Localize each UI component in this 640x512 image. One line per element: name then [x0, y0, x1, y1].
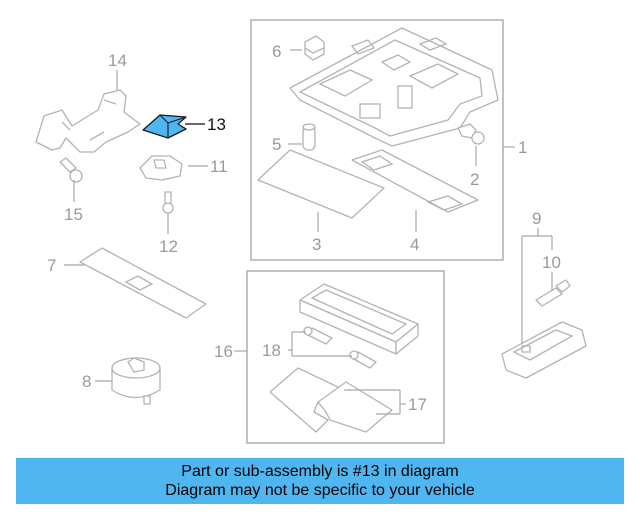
group-box-bottom	[246, 270, 445, 444]
part-17-pads[interactable]	[269, 367, 393, 433]
part-14-bracket[interactable]	[35, 89, 141, 153]
callout-1[interactable]: 1	[518, 138, 527, 157]
part-11-clip-bracket[interactable]	[139, 155, 183, 181]
part-5-plug[interactable]	[302, 123, 316, 151]
leader-lines	[64, 49, 553, 415]
part-13-shape[interactable]	[142, 114, 187, 139]
part-6-clip[interactable]	[304, 35, 325, 61]
callout-3[interactable]: 3	[312, 235, 321, 254]
part-10-bulb[interactable]	[535, 279, 571, 307]
banner-line-1: Part or sub-assembly is #13 in diagram	[181, 463, 459, 480]
info-banner: Part or sub-assembly is #13 in diagram D…	[16, 458, 624, 504]
callout-18[interactable]: 18	[262, 341, 281, 360]
callout-8[interactable]: 8	[82, 372, 91, 391]
callout-17[interactable]: 17	[408, 395, 427, 414]
callout-9[interactable]: 9	[532, 209, 541, 228]
part-12-bolt[interactable]	[162, 191, 174, 214]
part-16-lamp-housing[interactable]	[299, 283, 419, 355]
part-1-console-housing[interactable]	[289, 27, 499, 147]
part-7-strip[interactable]	[79, 247, 207, 319]
part-13-pad-highlighted[interactable]	[142, 114, 187, 139]
callout-6[interactable]: 6	[272, 42, 281, 61]
banner-line-2: Diagram may not be specific to your vehi…	[165, 482, 475, 499]
callout-16[interactable]: 16	[214, 342, 233, 361]
callout-5[interactable]: 5	[272, 135, 281, 154]
part-18-bulb-lower[interactable]	[349, 350, 377, 369]
callout-13[interactable]: 13	[207, 115, 226, 134]
callout-11[interactable]: 11	[210, 157, 228, 176]
callout-2[interactable]: 2	[470, 170, 479, 189]
callout-7[interactable]: 7	[47, 256, 56, 275]
part-18-bulb-upper[interactable]	[303, 326, 333, 345]
part-9-lamp-assembly[interactable]	[501, 321, 587, 379]
part-15-bolt[interactable]	[59, 157, 83, 183]
callout-4[interactable]: 4	[410, 235, 419, 254]
callout-10[interactable]: 10	[542, 253, 561, 272]
group-box-top	[250, 19, 504, 261]
part-3-pad[interactable]	[257, 149, 385, 219]
part-4-pad[interactable]	[351, 149, 479, 213]
callout-14[interactable]: 14	[108, 51, 127, 70]
part-8-knob[interactable]	[111, 357, 161, 405]
callout-labels: 14 13 11 15 12 7 8 6 5 1 2 3 4 16 18 17 …	[47, 42, 561, 414]
callout-12[interactable]: 12	[159, 237, 178, 256]
part-2-screw[interactable]	[457, 123, 485, 145]
callout-15[interactable]: 15	[64, 205, 83, 224]
